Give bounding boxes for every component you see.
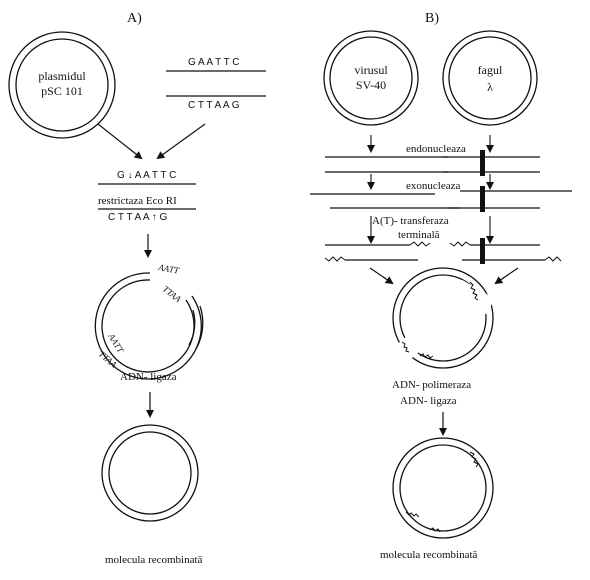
plasmid-label-line1: plasmidul xyxy=(38,69,86,83)
sticky-end-label-3: AATT xyxy=(106,331,126,356)
transferase-label-line2: terminală xyxy=(398,229,440,241)
result-label-a: molecula recombinată xyxy=(105,554,203,566)
enzyme-label: restrictaza Eco RI xyxy=(98,195,177,207)
phage-circle xyxy=(442,30,538,126)
sticky-end-label-2: TTAA xyxy=(161,284,184,305)
polymerase-label: ADN- polimeraza xyxy=(392,379,471,391)
arrow-right-to-ring-b xyxy=(494,267,519,285)
arrow-plasmid-to-cut xyxy=(97,123,143,160)
fragment-bottom-sequence: C T T A A G xyxy=(188,100,240,111)
phage-label-line1: fagul xyxy=(478,63,503,77)
cut-site-top-sequence: G ↓ A A T T C xyxy=(117,170,176,181)
sticky-end-label-1: AATT xyxy=(157,262,181,276)
arrow-fragment-to-cut xyxy=(156,123,206,160)
panel-b-label: B) xyxy=(425,11,439,26)
phage-label-line2: λ xyxy=(487,80,493,94)
plasmid-label-line2: pSC 101 xyxy=(41,84,83,98)
recombinant-ring-a xyxy=(101,424,199,522)
transferase-label-line1: A(T)- transferaza xyxy=(372,215,449,227)
exonuclease-strands xyxy=(310,186,572,212)
virus-circle xyxy=(323,30,419,126)
endonuclease-strands xyxy=(325,150,540,176)
virus-label-line2: SV-40 xyxy=(356,78,386,92)
panel-a-label: A) xyxy=(127,11,142,26)
cut-site-bottom-sequence: C T T A A ↑ G xyxy=(108,212,168,223)
exonuclease-label: exonucleaza xyxy=(406,180,460,192)
ligase-label-a: ADN- ligaza xyxy=(120,371,177,383)
arrow-left-to-ring-b xyxy=(369,267,394,285)
tailed-ring xyxy=(392,267,495,369)
sticky-end-ring xyxy=(94,272,204,380)
result-label-b: molecula recombinată xyxy=(380,549,478,561)
recombinant-ring-b xyxy=(392,437,494,539)
endonuclease-label: endonucleaza xyxy=(406,143,466,155)
ligase-label-b: ADN- ligaza xyxy=(400,395,457,407)
fragment-top-sequence: G A A T T C xyxy=(188,57,240,68)
virus-label-line1: virusul xyxy=(354,63,388,77)
plasmid-circle xyxy=(8,31,116,139)
tailed-strands xyxy=(324,238,562,264)
